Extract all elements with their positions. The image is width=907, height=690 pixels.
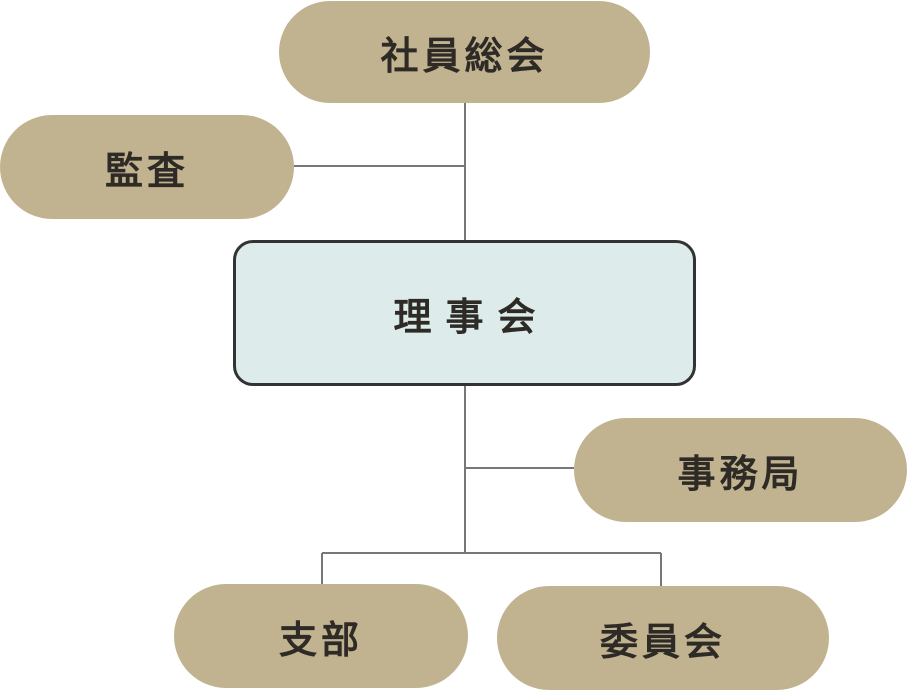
audit-label: 監査 — [104, 148, 189, 193]
office-node: 事務局 — [574, 418, 907, 522]
branch-node: 支部 — [174, 584, 468, 688]
audit-node: 監査 — [0, 115, 294, 219]
committee-label: 委員会 — [599, 619, 726, 664]
office-label: 事務局 — [677, 451, 804, 496]
committee-node: 委員会 — [497, 586, 829, 690]
branch-label: 支部 — [278, 617, 363, 662]
general-meeting-node: 社員総会 — [279, 1, 650, 103]
general-meeting-label: 社員総会 — [380, 33, 549, 78]
board-label: 理事会 — [393, 294, 550, 339]
board-node: 理事会 — [233, 240, 696, 386]
